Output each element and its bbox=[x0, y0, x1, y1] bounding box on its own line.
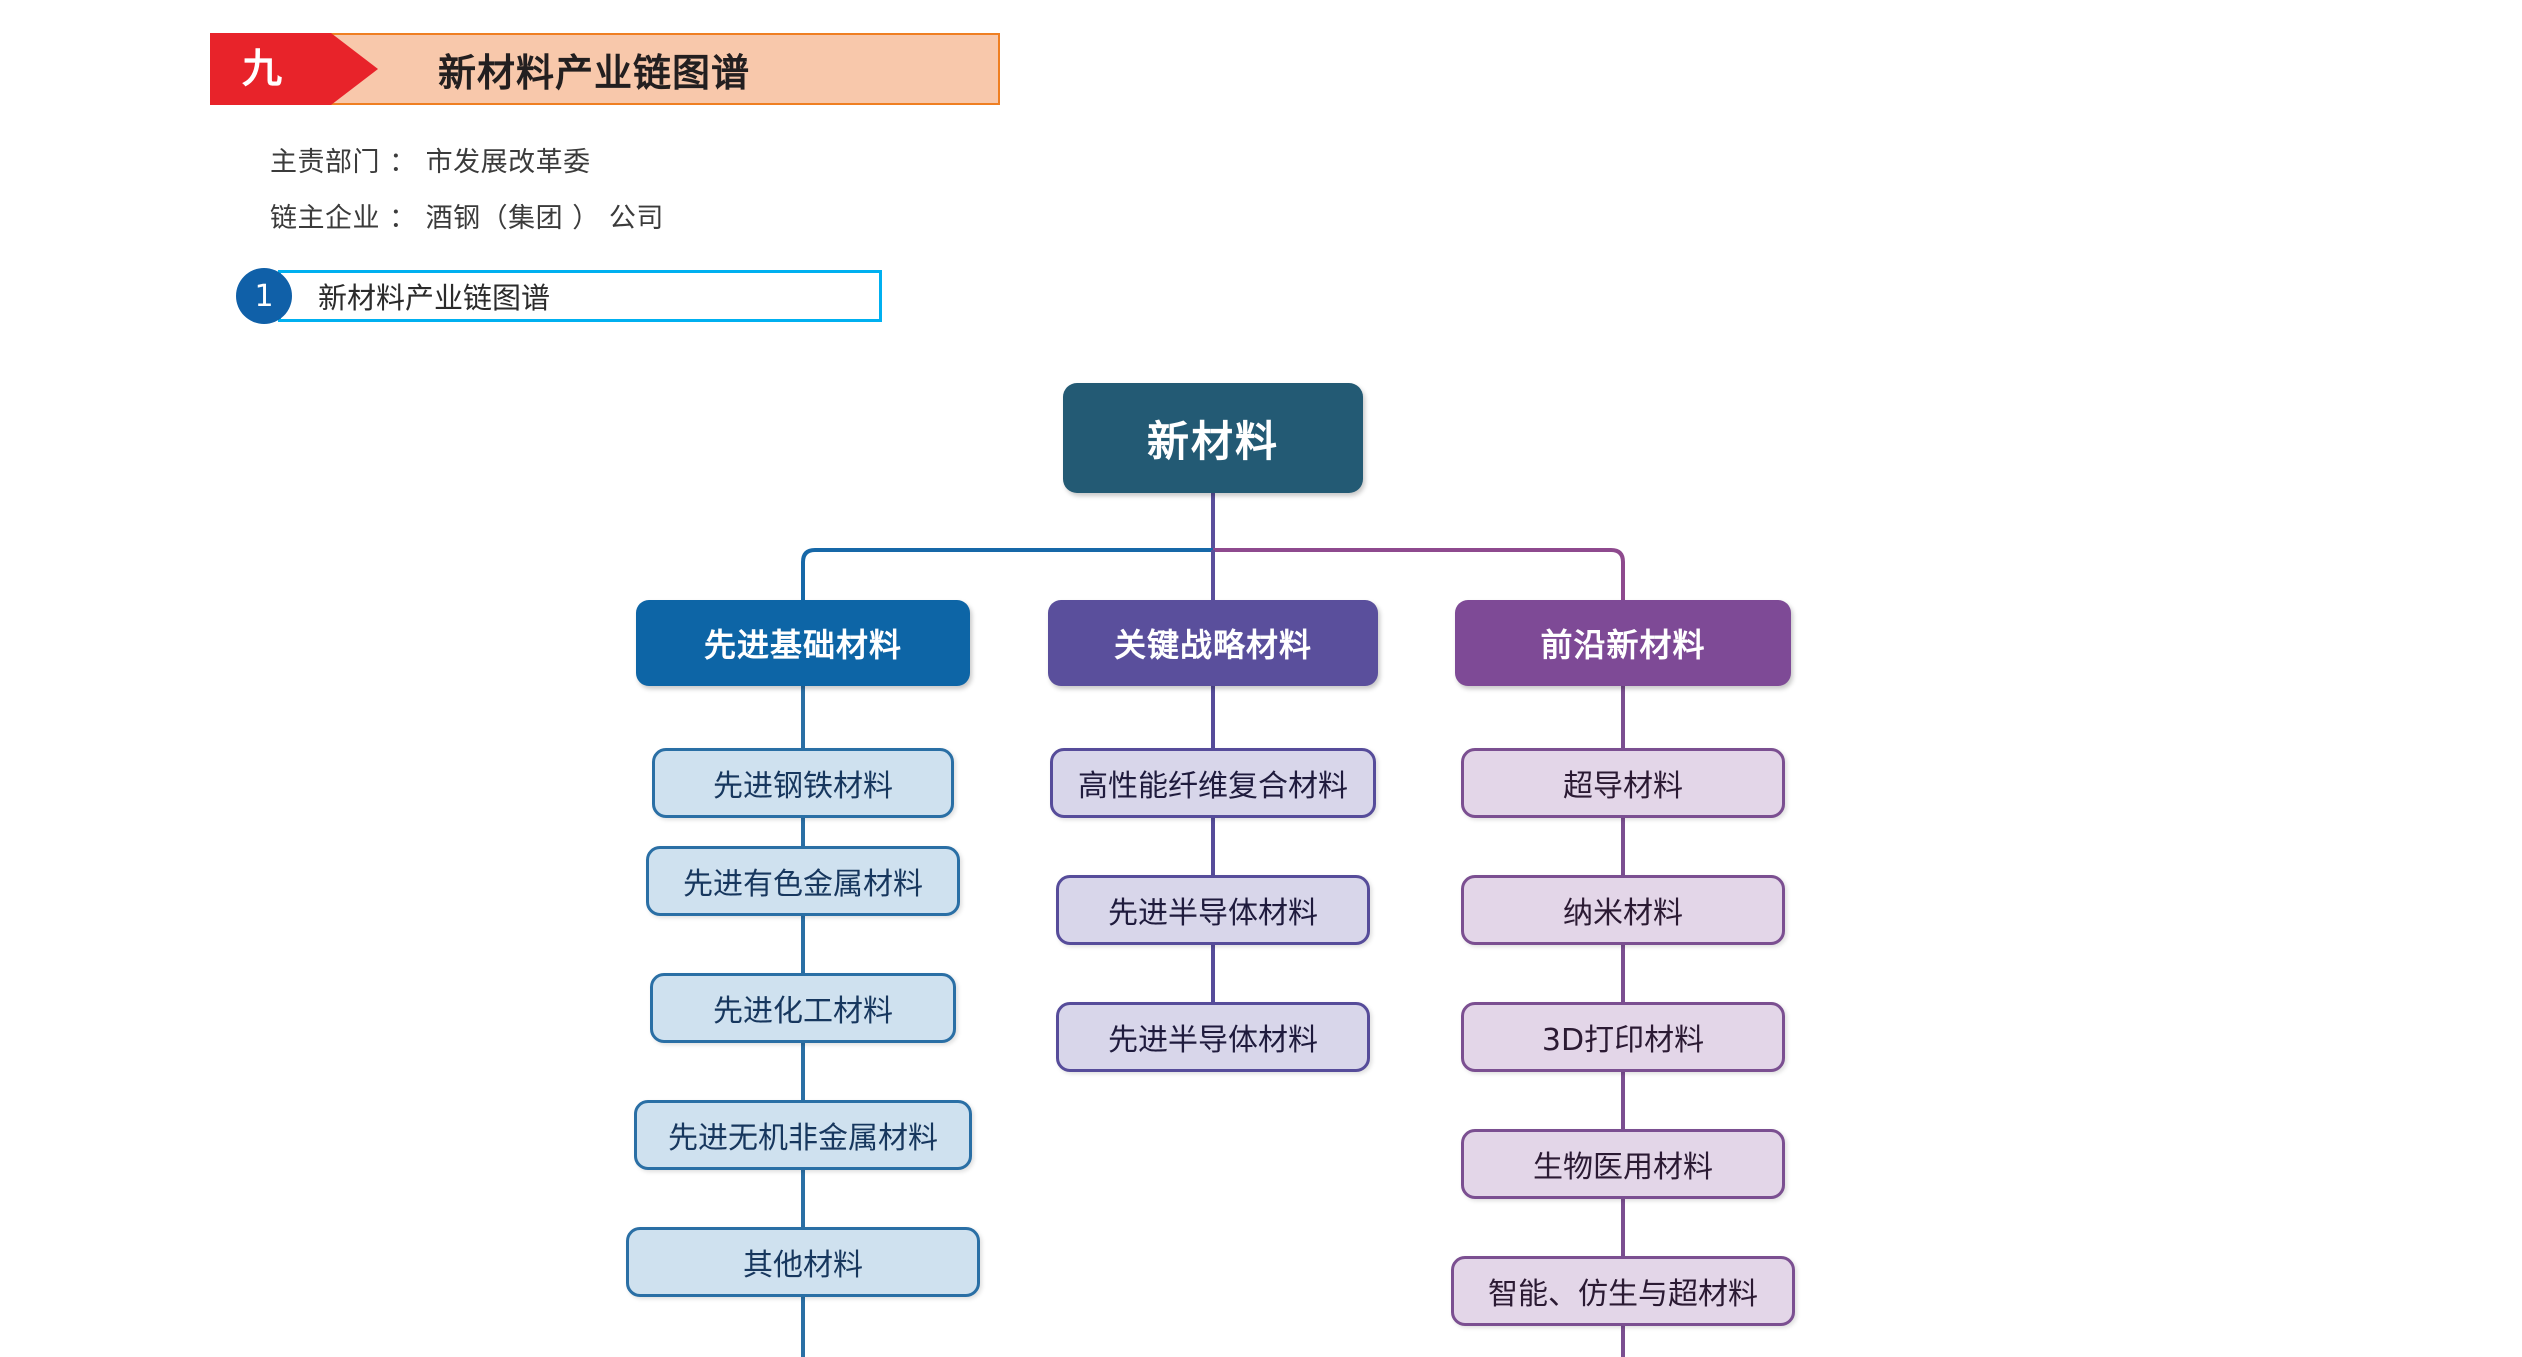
category-node-advanced-basic[interactable]: 先进基础材料 bbox=[636, 600, 970, 686]
child-node[interactable]: 生物医用材料 bbox=[1461, 1129, 1785, 1199]
header-banner: 九 新材料产业链图谱 bbox=[210, 33, 1000, 105]
industry-chain-diagram: 新材料 先进基础材料 关键战略材料 前沿新材料 先进钢铁材料 先进有色金属材料 … bbox=[0, 340, 2522, 1357]
category-node-frontier-new[interactable]: 前沿新材料 bbox=[1455, 600, 1791, 686]
child-node[interactable]: 先进钢铁材料 bbox=[652, 748, 954, 818]
child-node[interactable]: 纳米材料 bbox=[1461, 875, 1785, 945]
section-number-label: 九 bbox=[242, 46, 282, 92]
child-node[interactable]: 先进半导体材料 bbox=[1056, 1002, 1370, 1072]
root-node[interactable]: 新材料 bbox=[1063, 383, 1363, 493]
category-node-key-strategic[interactable]: 关键战略材料 bbox=[1048, 600, 1378, 686]
child-node[interactable]: 高性能纤维复合材料 bbox=[1050, 748, 1376, 818]
child-node[interactable]: 先进无机非金属材料 bbox=[634, 1100, 972, 1170]
child-node[interactable]: 先进有色金属材料 bbox=[646, 846, 960, 916]
child-node[interactable]: 3D打印材料 bbox=[1461, 1002, 1785, 1072]
section-label: 1 新材料产业链图谱 bbox=[236, 268, 882, 324]
banner-background bbox=[322, 33, 1000, 105]
section-title: 新材料产业链图谱 bbox=[318, 281, 551, 315]
section-label-box bbox=[278, 270, 882, 322]
meta-chain-leader-company: 链主企业 ： 酒钢（集团 ） 公司 bbox=[270, 203, 664, 234]
page-title: 新材料产业链图谱 bbox=[438, 50, 751, 95]
child-node[interactable]: 其他材料 bbox=[626, 1227, 980, 1297]
child-node[interactable]: 先进化工材料 bbox=[650, 973, 956, 1043]
child-node[interactable]: 智能、仿生与超材料 bbox=[1451, 1256, 1795, 1326]
child-node[interactable]: 先进半导体材料 bbox=[1056, 875, 1370, 945]
meta-responsible-department: 主责部门 ： 市发展改革委 bbox=[270, 147, 591, 178]
child-node[interactable]: 超导材料 bbox=[1461, 748, 1785, 818]
section-number-badge: 1 bbox=[236, 268, 292, 324]
